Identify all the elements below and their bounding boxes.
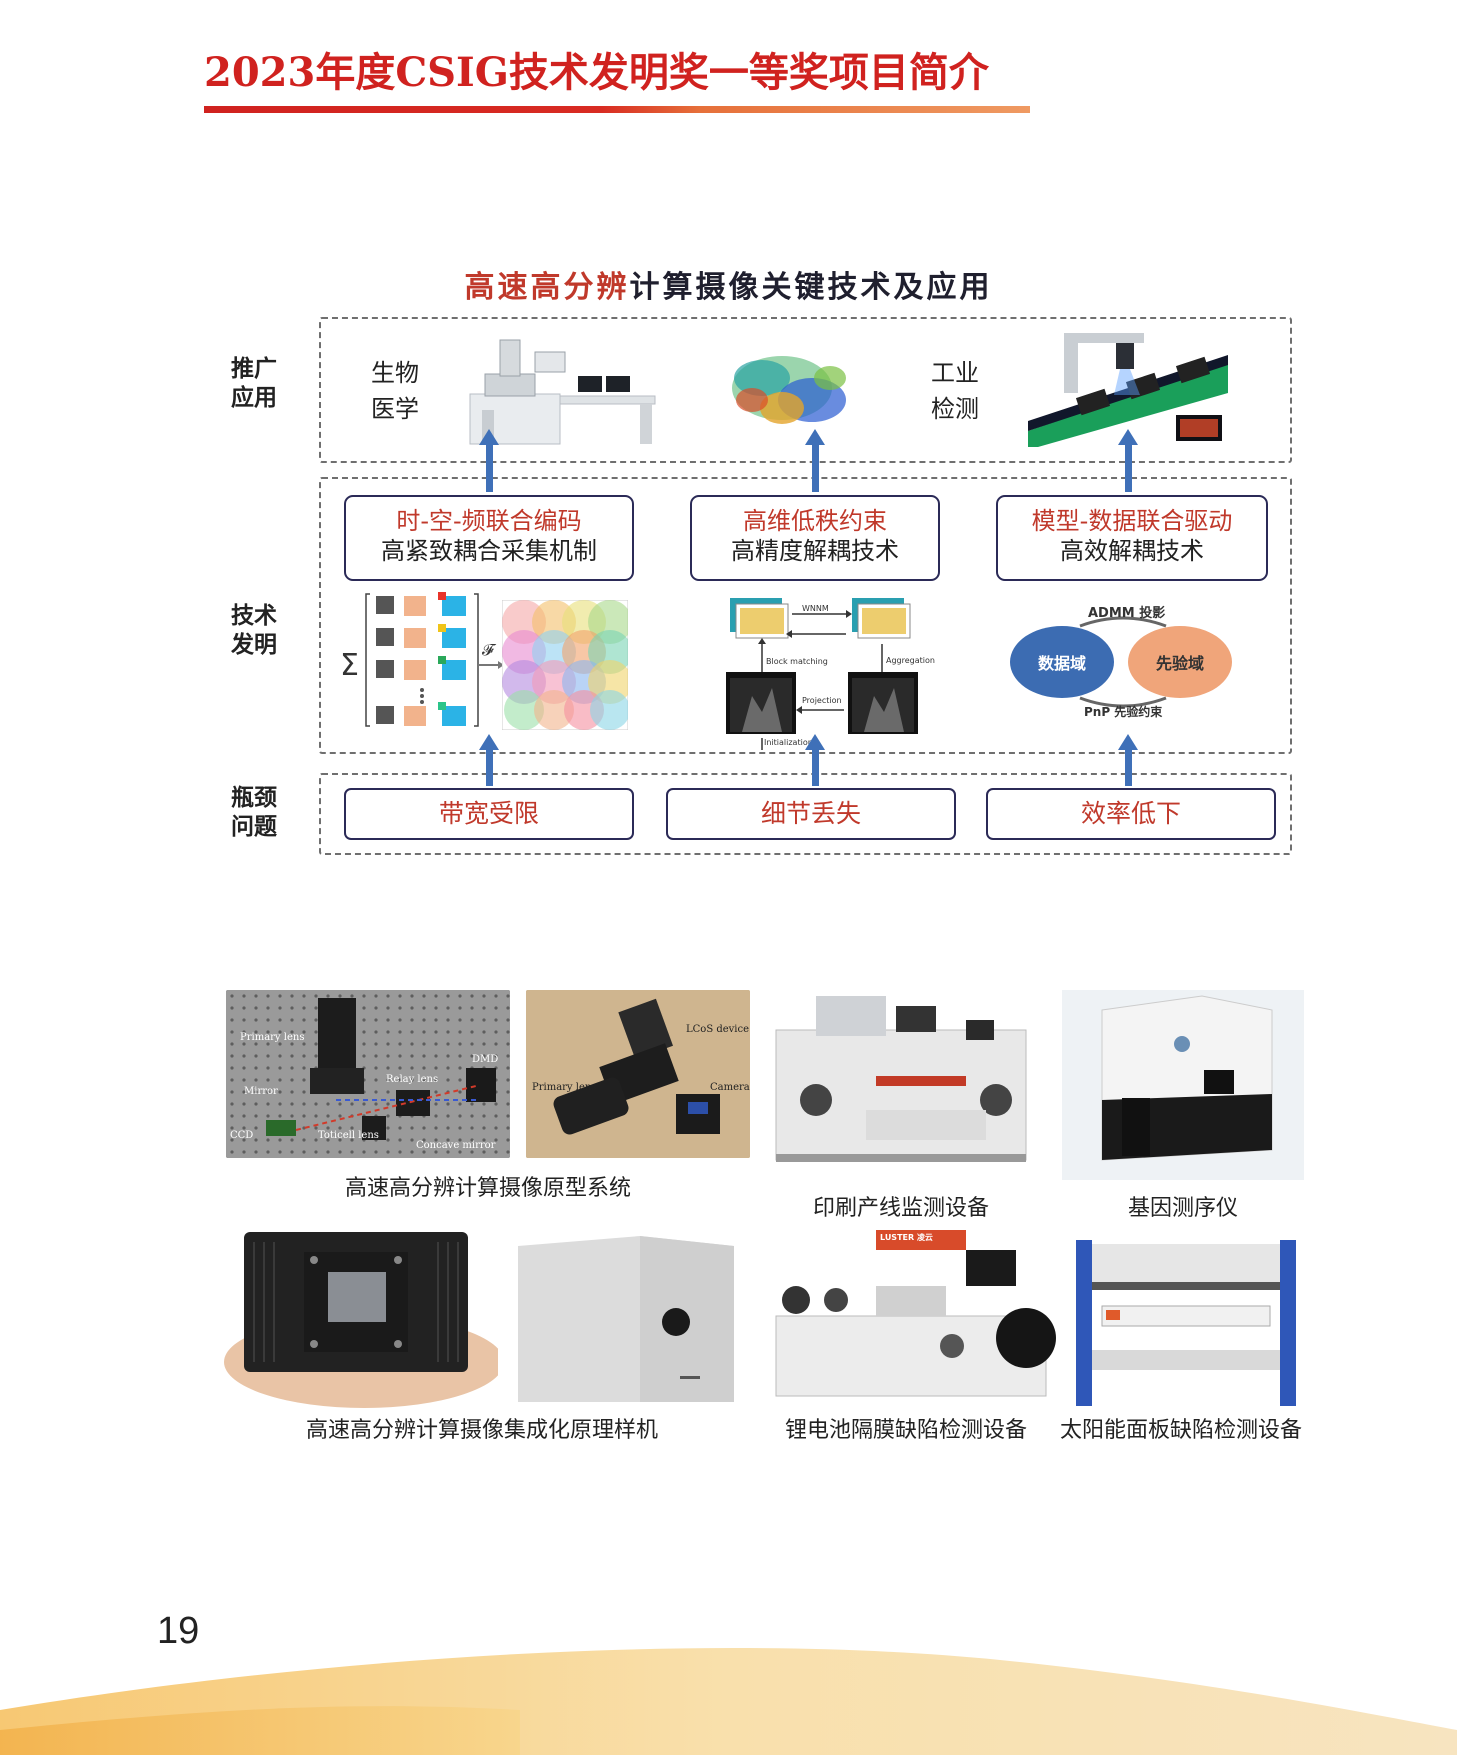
label-mirror: Mirror xyxy=(244,1086,278,1097)
page-title: 2023年度CSIG技术发明奖一等奖项目简介 xyxy=(204,49,989,96)
diagram-title-rest: 计算摄像关键技术及应用 xyxy=(629,270,993,305)
row-label-application: 推广 应用 xyxy=(231,356,277,411)
arrow-up-problem-3 xyxy=(1118,734,1138,786)
sigma-symbol: Σ xyxy=(340,648,359,683)
label-concave-mirror: Concave mirror xyxy=(416,1140,496,1151)
arrow-up-bio xyxy=(479,429,499,492)
application-section xyxy=(319,317,1292,463)
row-label-bottleneck: 瓶颈 问题 xyxy=(231,785,277,840)
title-underline xyxy=(204,106,1030,113)
label-relay-lens: Relay lens xyxy=(386,1074,439,1085)
coding-figure xyxy=(365,592,479,727)
wnnm-label: WNNM xyxy=(802,604,829,613)
prototype-bench-photo: Primary lens DMD Relay lens Mirror CCD T… xyxy=(226,990,510,1158)
microscope-image xyxy=(469,339,656,445)
admm-top-label: ADMM 投影 xyxy=(1088,606,1166,621)
problem-box-detail: 细节丢失 xyxy=(666,788,956,840)
diagram-title-highlight: 高速高分辨 xyxy=(464,270,630,305)
label-camera: Camera xyxy=(710,1082,750,1093)
fourier-arrow-icon xyxy=(478,661,504,669)
label-ccd: CCD xyxy=(230,1130,254,1141)
diagram-title: 高速高分辨计算摄像关键技术及应用 xyxy=(0,262,1457,306)
app-label-bio: 生物 医学 xyxy=(371,359,419,423)
gene-sequencer-photo xyxy=(1062,990,1304,1180)
label-lcos-device: LCoS device xyxy=(686,1024,750,1035)
problem-box-bandwidth: 带宽受限 xyxy=(344,788,634,840)
arrow-up-problem-1 xyxy=(479,734,499,786)
caption-printing: 印刷产线监测设备 xyxy=(812,1196,989,1221)
arrow-up-protein xyxy=(805,429,825,492)
printing-monitor-photo xyxy=(756,990,1046,1178)
battery-inspection-photo xyxy=(756,1226,1056,1412)
tech-box-model-data: 模型-数据联合驱动 高效解耦技术 xyxy=(996,495,1268,581)
tech-box-lowrank: 高维低秩约束 高精度解耦技术 xyxy=(690,495,940,581)
prior-domain-label: 先验域 xyxy=(1156,654,1205,673)
bottleneck-section xyxy=(319,773,1292,855)
data-domain-label: 数据域 xyxy=(1038,654,1087,673)
arrow-up-problem-2 xyxy=(805,734,825,786)
caption-integrated: 高速高分辨计算摄像集成化原理样机 xyxy=(305,1418,658,1443)
fourier-symbol: 𝓕 xyxy=(482,640,494,659)
caption-battery: 锂电池隔膜缺陷检测设备 xyxy=(784,1418,1027,1443)
conveyor-inspection-image xyxy=(1028,333,1228,447)
protein-structure-image xyxy=(732,356,846,424)
pnp-bottom-label: PnP 先验约束 xyxy=(1084,705,1163,719)
label-primary-lens: Primary lens xyxy=(240,1032,305,1043)
luster-brand-label: LUSTER 凌云 xyxy=(880,1233,933,1242)
invention-section xyxy=(319,477,1292,754)
caption-gene: 基因测序仪 xyxy=(1127,1196,1238,1221)
caption-solar: 太阳能面板缺陷检测设备 xyxy=(1059,1418,1302,1443)
problem-box-efficiency: 效率低下 xyxy=(986,788,1276,840)
label-dmd: DMD xyxy=(472,1054,499,1065)
solar-inspection-photo xyxy=(1066,1230,1306,1410)
block-matching-label: Block matching xyxy=(766,657,828,666)
tech-box-coding: 时-空-频联合编码 高紧致耦合采集机制 xyxy=(344,495,634,581)
decorative-wave xyxy=(0,1648,1457,1755)
aggregation-label: Aggregation xyxy=(886,656,935,665)
wnnm-figure xyxy=(726,598,918,750)
spectrum-circles-figure xyxy=(502,600,628,730)
app-label-industry: 工业 检测 xyxy=(931,359,979,423)
integrated-camera-photo xyxy=(224,1212,498,1408)
label-lcos-primary-lens: Primary lens xyxy=(532,1082,597,1093)
white-box-prototype-photo xyxy=(510,1226,740,1408)
label-toticell-lens: Toticell lens xyxy=(318,1130,379,1141)
row-label-invention: 技术 发明 xyxy=(231,603,277,658)
projection-label: Projection xyxy=(802,696,842,705)
page-number: 19 xyxy=(157,1610,200,1652)
caption-prototype: 高速高分辨计算摄像原型系统 xyxy=(344,1176,631,1201)
lcos-camera-photo: LCoS device Primary lens Camera xyxy=(526,990,750,1158)
admm-loop-figure xyxy=(1010,616,1232,708)
initialization-label: Initialization xyxy=(764,738,813,747)
arrow-up-industry xyxy=(1118,429,1138,492)
